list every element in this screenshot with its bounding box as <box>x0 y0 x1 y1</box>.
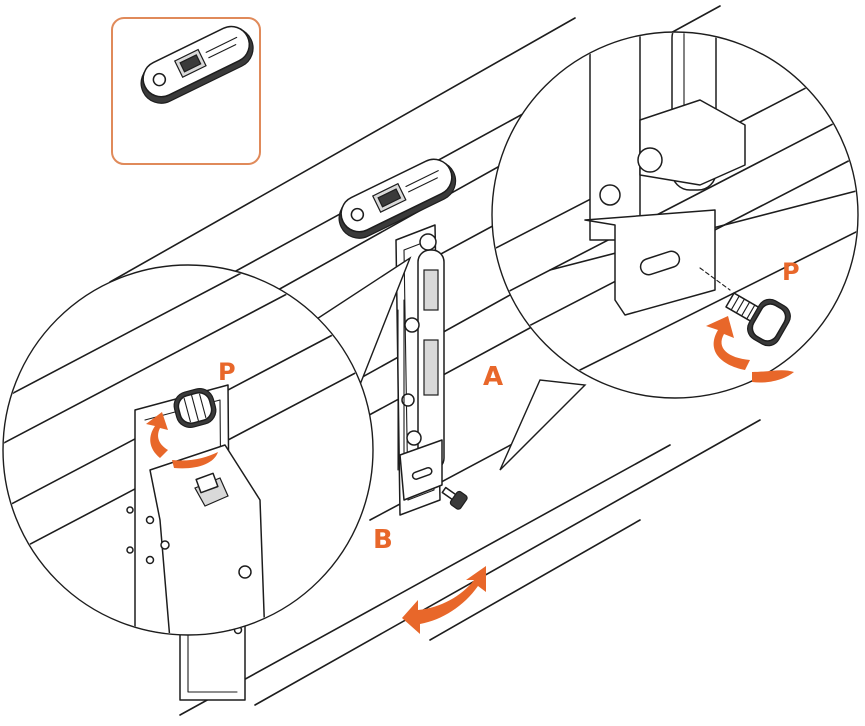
left-detail-bubble <box>2 256 412 636</box>
right-detail-bubble <box>491 31 859 471</box>
thumbscrew-icon <box>441 486 468 510</box>
thumbscrew-icon <box>173 387 217 429</box>
security-lock-icon <box>140 25 254 104</box>
rotate-arrow-icon <box>146 412 218 469</box>
security-lock-icon <box>338 158 457 239</box>
callout-label-p-right: P <box>782 258 800 286</box>
callout-label-p-left: P <box>218 358 236 386</box>
lock-detail-inset <box>111 17 261 165</box>
hinge-bracket <box>395 224 445 516</box>
callout-label-b: B <box>373 525 393 555</box>
thumbscrew-icon <box>725 292 791 347</box>
swing-arrow-icon <box>402 566 486 634</box>
rotate-arrow-icon <box>706 316 794 383</box>
callout-label-a: A <box>483 362 503 392</box>
